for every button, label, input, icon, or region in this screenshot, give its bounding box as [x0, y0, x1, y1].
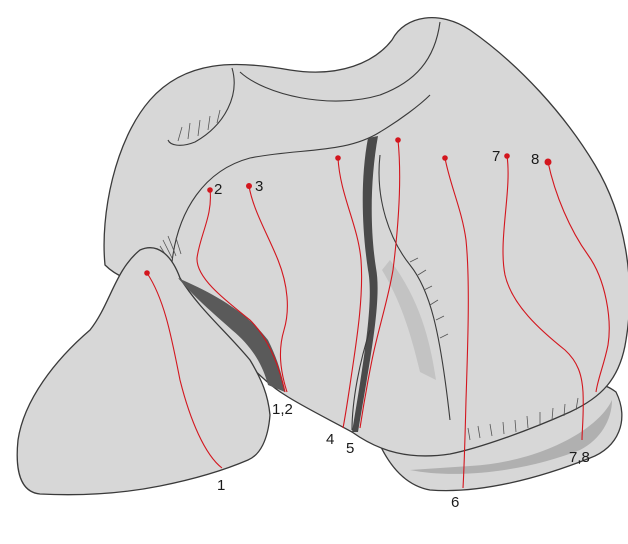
label-1: 1 [217, 477, 225, 494]
label-7: 7 [492, 148, 500, 165]
label-2: 2 [214, 181, 222, 198]
label-6: 6 [451, 494, 459, 511]
label-1-2: 1,2 [272, 401, 293, 418]
label-4: 4 [326, 431, 334, 448]
label-7-8: 7,8 [569, 449, 590, 466]
label-8: 8 [531, 151, 539, 168]
label-5: 5 [346, 440, 354, 457]
label-3: 3 [255, 178, 263, 195]
